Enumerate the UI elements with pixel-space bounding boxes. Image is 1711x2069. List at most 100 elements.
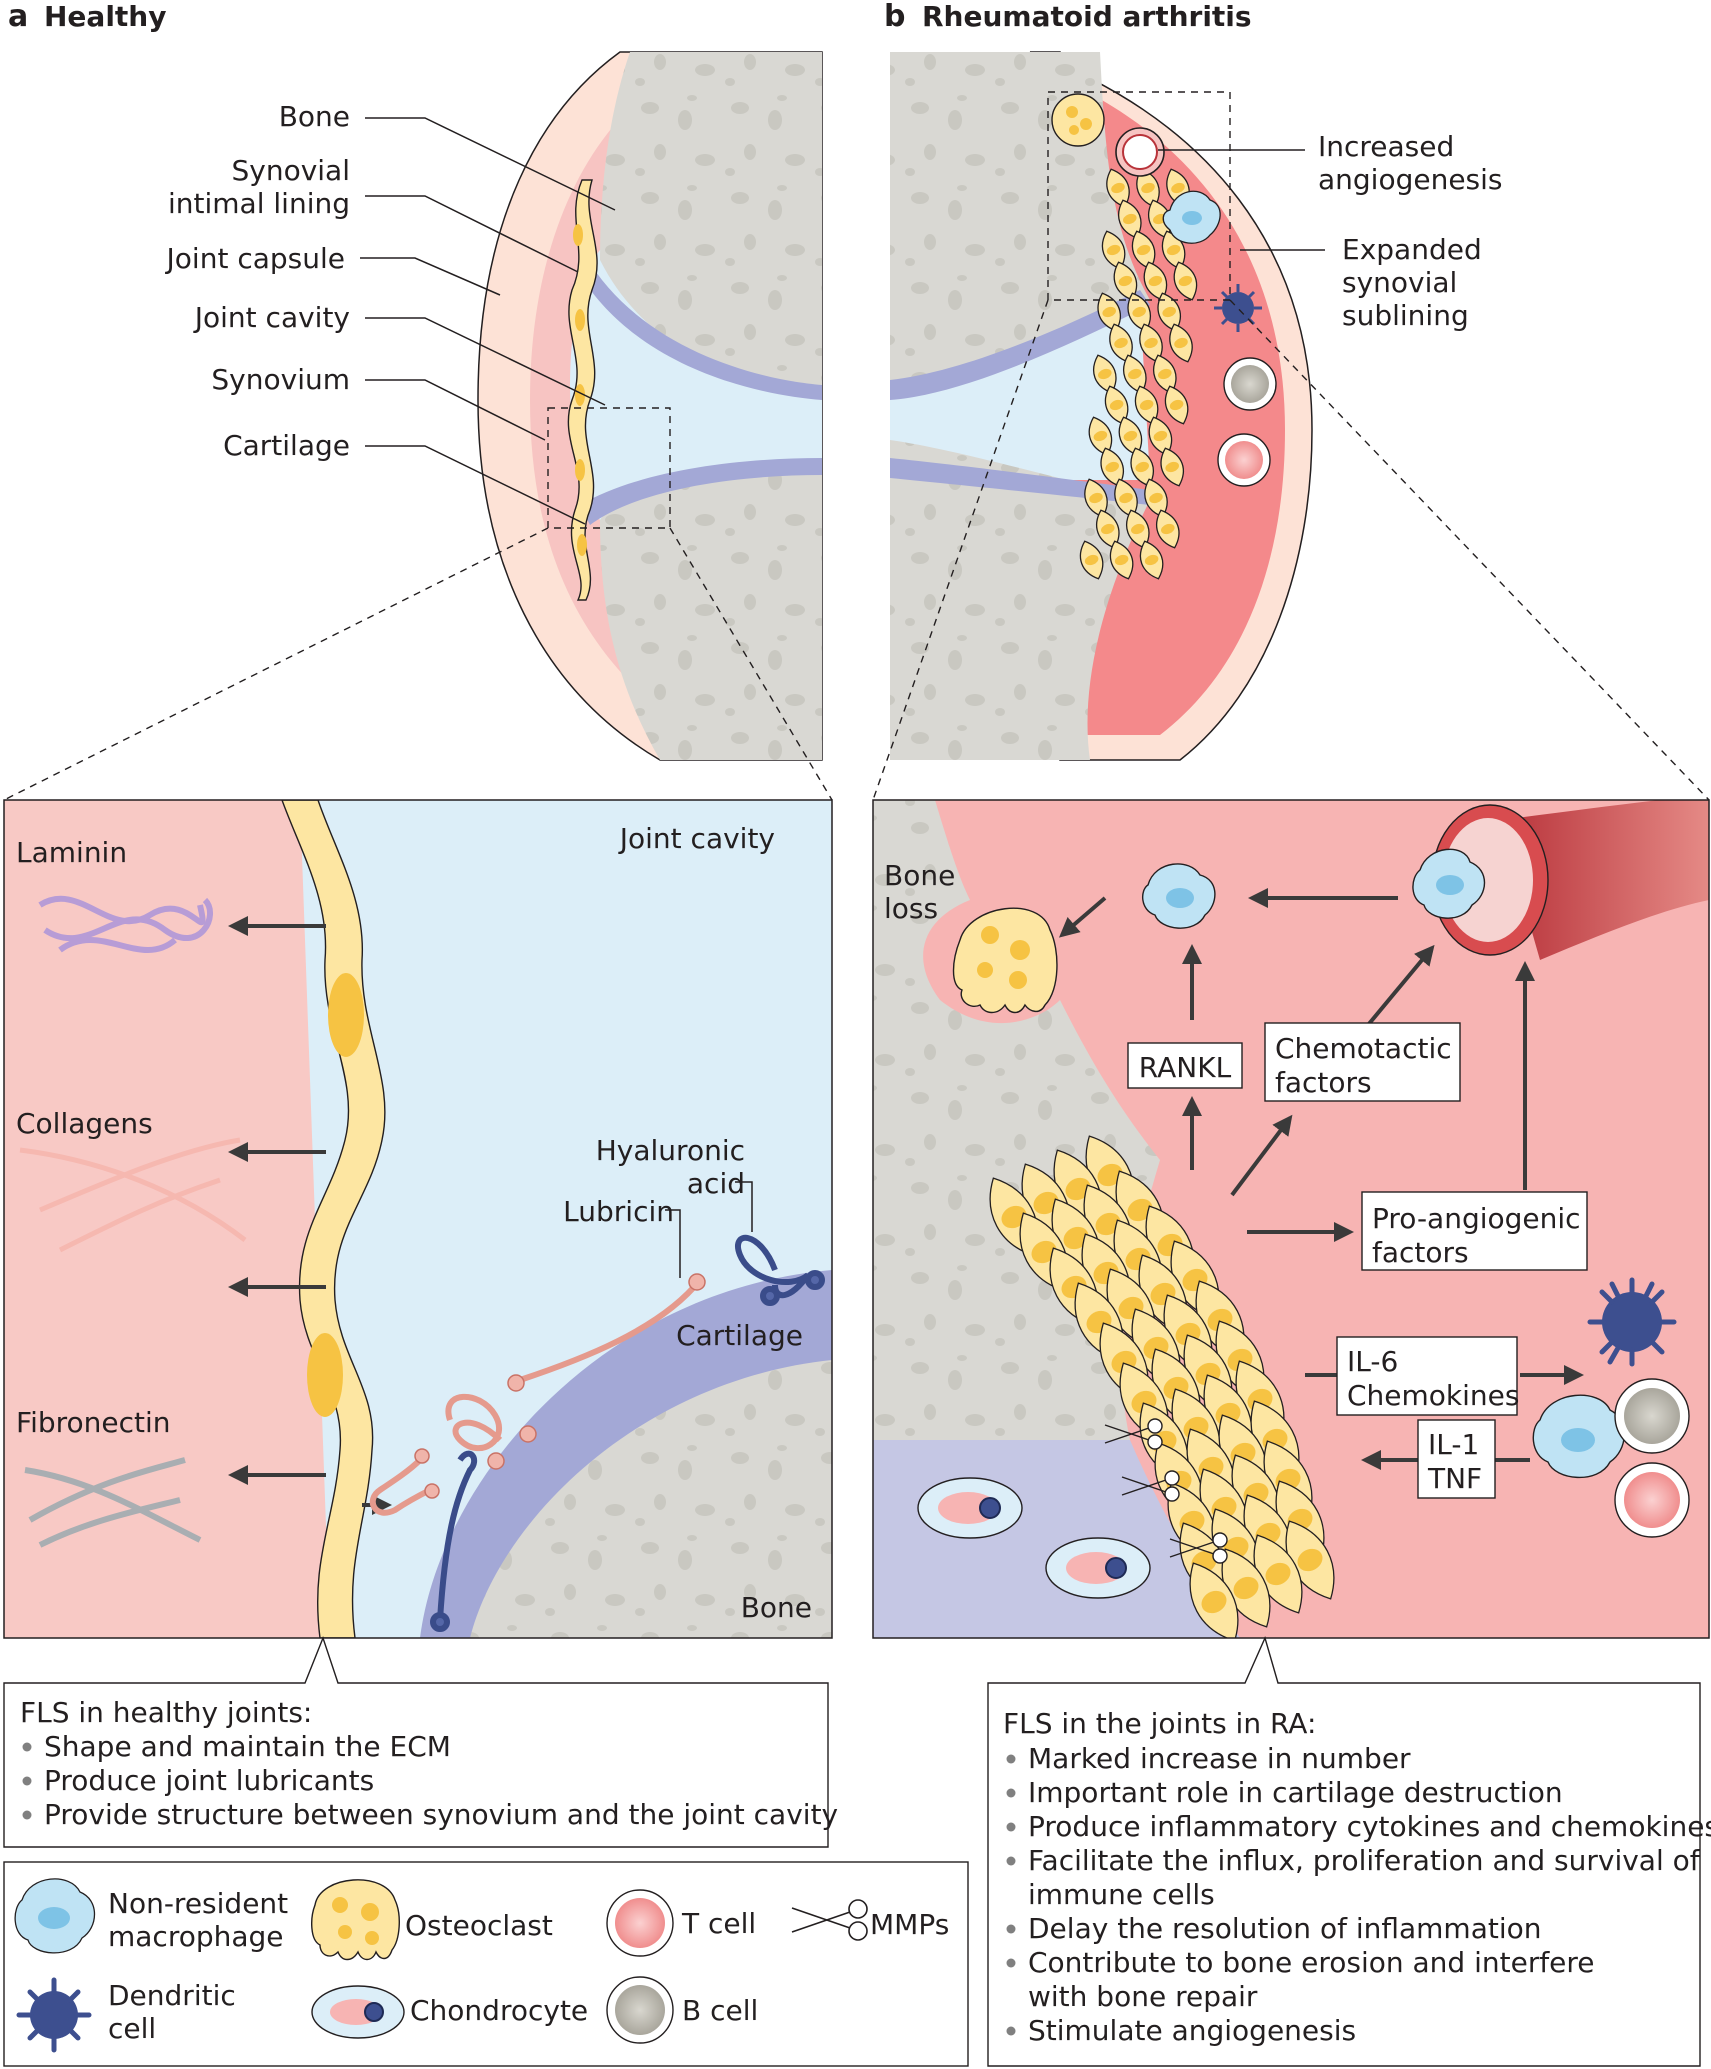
- zoom-b-cell: [1614, 1378, 1690, 1454]
- svg-text:Non-resident: Non-resident: [108, 1887, 288, 1920]
- zoom-mmps-scissors: [1104, 1418, 1228, 1564]
- scissors-icon: [1104, 1418, 1163, 1450]
- svg-text:macrophage: macrophage: [108, 1920, 284, 1953]
- ra-summary-item: Contribute to bone erosion and interfere: [1028, 1946, 1595, 1979]
- rankl-box: RANKL: [1127, 1042, 1243, 1089]
- healthy-summary-box: FLS in healthy joints: Shape and maintai…: [3, 1635, 838, 1848]
- ra-fls-cell: [1173, 261, 1198, 301]
- panel-b-labels: Increased angiogenesis Expanded synovial…: [1158, 130, 1503, 332]
- ra-summary-item: Delay the resolution of inflammation: [1028, 1912, 1542, 1945]
- legend-box: Non-resident macrophage Dendritic cell O…: [3, 1861, 969, 2067]
- legend-dendritic-cell: Dendritic cell: [16, 1977, 236, 2053]
- fibronectin-fibers: [24, 1457, 202, 1548]
- svg-text:cell: cell: [108, 2012, 156, 2045]
- label-bone-loss-1: Bone: [884, 859, 955, 892]
- label-expanded-3: sublining: [1342, 299, 1469, 332]
- zoom-fls-cell: [1189, 1562, 1239, 1638]
- zoom-chondrocyte-2: [1045, 1537, 1151, 1599]
- chemotactic-factors-box: Chemotactic factors: [1264, 1022, 1461, 1102]
- label-increased-angiogenesis-2: angiogenesis: [1318, 163, 1503, 196]
- label-hyaluronic-1: Hyaluronic: [596, 1134, 745, 1167]
- ra-joint-illustration: [872, 51, 1710, 801]
- ra-zoom-frame: [872, 799, 1710, 1639]
- bullet-dot: [1006, 1754, 1016, 1764]
- legend-osteoclast: Osteoclast: [311, 1879, 553, 1961]
- healthy-zoom-panel: [4, 800, 832, 1638]
- svg-text:Osteoclast: Osteoclast: [405, 1909, 553, 1942]
- bullet-dot: [22, 1742, 32, 1752]
- ra-fls-pannus: [1079, 168, 1202, 580]
- panel-b-title: b Rheumatoid arthritis: [884, 0, 1252, 34]
- bullet-dot: [1006, 1924, 1016, 1934]
- svg-text:IL-1: IL-1: [1428, 1428, 1479, 1461]
- panel-a-title: a Healthy: [8, 0, 167, 34]
- ra-summary-item: Produce inflammatory cytokines and chemo…: [1028, 1810, 1711, 1843]
- ra-fls-cell: [1156, 509, 1180, 549]
- label-zoom-bone: Bone: [741, 1591, 812, 1624]
- ecm-arrows: [228, 916, 392, 1515]
- ra-fls-cell: [1153, 354, 1177, 394]
- zoom-macrophage-top: [1142, 863, 1216, 929]
- label-synovium: Synovium: [211, 363, 350, 396]
- ra-summary-box: FLS in the joints in RA: Marked increase…: [987, 1635, 1711, 2067]
- collagen-fibers: [19, 1137, 247, 1253]
- ra-fls-cell: [1160, 447, 1184, 487]
- lubricin-molecules: [369, 1273, 706, 1516]
- bullet-dot: [22, 1776, 32, 1786]
- label-cartilage: Cartilage: [223, 429, 350, 462]
- pro-angiogenic-factors-box: Pro-angiogenic factors: [1361, 1191, 1588, 1271]
- svg-text:TNF: TNF: [1427, 1462, 1482, 1495]
- svg-text:factors: factors: [1275, 1066, 1372, 1099]
- healthy-summary-item: Shape and maintain the ECM: [44, 1730, 451, 1763]
- ra-fls-cell: [1134, 385, 1159, 425]
- legend-b-cell: B cell: [606, 1976, 758, 2044]
- svg-text:IL-6: IL-6: [1347, 1345, 1398, 1378]
- scissors-icon: [1169, 1532, 1228, 1564]
- ra-summary-item: Marked increase in number: [1028, 1742, 1411, 1775]
- label-fibronectin: Fibronectin: [16, 1406, 171, 1439]
- label-joint-cavity: Joint cavity: [193, 301, 350, 334]
- label-collagens: Collagens: [16, 1107, 153, 1140]
- bullet-dot: [22, 1810, 32, 1820]
- healthy-summary-item: Produce joint lubricants: [44, 1764, 374, 1797]
- ra-fls-cell: [1139, 540, 1164, 580]
- label-bone: Bone: [279, 100, 350, 133]
- ra-b-cell-small: [1223, 357, 1277, 411]
- zoom-fls-cluster: [989, 1135, 1335, 1638]
- healthy-summary-item: Provide structure between synovium and t…: [44, 1798, 838, 1831]
- zoom-osteoclast: [952, 907, 1058, 1014]
- legend-chondrocyte: Chondrocyte: [311, 1985, 588, 2039]
- scissors-icon: [1121, 1470, 1180, 1502]
- svg-text:T cell: T cell: [681, 1907, 756, 1940]
- ra-fls-cell: [1164, 385, 1189, 425]
- svg-text:Rheumatoid arthritis: Rheumatoid arthritis: [922, 0, 1252, 33]
- ra-fls-cell: [1123, 354, 1147, 394]
- ra-summary-item: immune cells: [1028, 1878, 1215, 1911]
- ra-fls-cell: [1088, 416, 1113, 456]
- ra-vessel-small: [1115, 127, 1165, 177]
- bullet-dot: [1006, 2026, 1016, 2036]
- label-laminin: Laminin: [16, 836, 127, 869]
- ra-fls-cell: [1079, 540, 1104, 580]
- svg-text:Pro-angiogenic: Pro-angiogenic: [1372, 1202, 1581, 1235]
- legend-mmps: MMPs: [791, 1899, 949, 1941]
- svg-text:Healthy: Healthy: [44, 0, 167, 33]
- ra-fls-cell: [1101, 230, 1126, 270]
- ra-fls-cell: [1096, 509, 1120, 549]
- zoom-fls-cell: [1285, 1520, 1335, 1600]
- label-synovial-line2: intimal lining: [168, 187, 350, 220]
- label-expanded-2: synovial: [1342, 266, 1457, 299]
- label-joint-capsule: Joint capsule: [165, 242, 345, 275]
- ra-osteoclast-small: [1051, 93, 1105, 147]
- svg-text:B cell: B cell: [682, 1994, 758, 2027]
- svg-text:Chemokines: Chemokines: [1347, 1379, 1519, 1412]
- zoom-macrophage-vessel: [1412, 848, 1486, 919]
- zoom-b-labels: Bone loss RANKL Chemotactic factors Pro-…: [884, 859, 1588, 1499]
- label-zoom-cartilage: Cartilage: [676, 1319, 803, 1352]
- label-synovial-line1: Synovial: [231, 154, 350, 187]
- il1-tnf-box: IL-1 TNF: [1417, 1419, 1496, 1499]
- laminin-fibers: [38, 895, 213, 953]
- bullet-dot: [1006, 1856, 1016, 1866]
- ra-macrophage-small: [1162, 190, 1221, 244]
- healthy-intimal-lining: [567, 179, 598, 601]
